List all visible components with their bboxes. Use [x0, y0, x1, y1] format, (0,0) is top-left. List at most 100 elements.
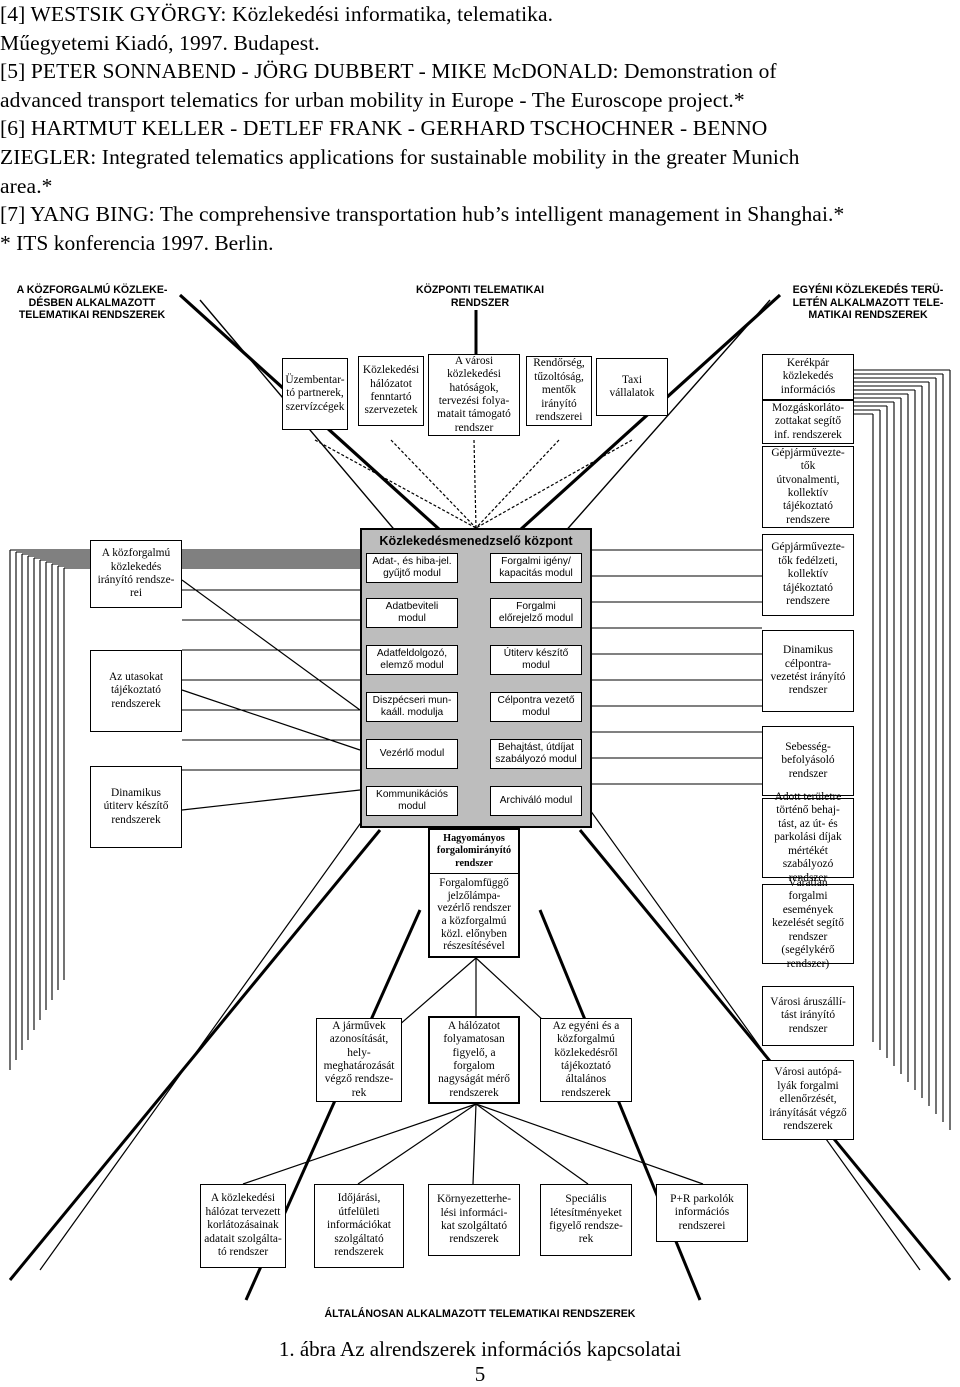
connection-line — [475, 439, 633, 529]
reference-line: ZIEGLER: Integrated telematics applicati… — [0, 144, 800, 169]
top-box-operators: Üzembentar-tó partnerek,szervízcégek — [282, 358, 348, 430]
module-demand-capacity: Forgalmi igény/kapacitás modul — [490, 553, 582, 583]
header-general-systems: ÁLTALÁNOSAN ALKALMAZOTT TELEMATIKAI REND… — [324, 1308, 636, 1320]
reference-line: [7] YANG BING: The comprehensive transpo… — [0, 202, 845, 227]
subsystem-diagram: A KÖZFORGALMÚ KÖZLEKE-DÉSBEN ALKALMAZOTT… — [0, 270, 960, 1340]
reference-4: [4] WESTSIK GYÖRGY: Közlekedési informat… — [0, 0, 952, 57]
connection-line — [473, 439, 477, 529]
box-text: Környezetterhe-lési informáci-kat szolgá… — [437, 1193, 511, 1246]
reference-6: [6] HARTMUT KELLER - DETLEF FRANK - GERH… — [0, 114, 952, 200]
connection-line — [390, 439, 477, 529]
connection-line — [357, 1103, 477, 1185]
connection-line — [578, 829, 952, 1281]
module-dispatcher: Diszpécseri mun-kaáll. modulja — [366, 692, 458, 722]
connection-line — [199, 299, 421, 561]
module-data-processing: Adatfeldolgozó,elemző modul — [366, 645, 458, 675]
header-public-transport: A KÖZFORGALMÚ KÖZLEKE-DÉSBEN ALKALMAZOTT… — [16, 284, 168, 322]
connection-line — [539, 299, 771, 561]
connection-line — [589, 809, 921, 1271]
module-archive: Archiváló modul — [490, 786, 582, 816]
reference-line: [6] HARTMUT KELLER - DETLEF FRANK - GERH… — [0, 116, 768, 141]
reference-line: advanced transport telematics for urban … — [0, 87, 745, 112]
header-individual-transport: EGYÉNI KÖZLEKEDÉS TERÜ-LETÉN ALKALMAZOTT… — [792, 284, 944, 322]
connection-line — [181, 689, 361, 751]
footnote: * ITS konferencia 1997. Berlin. — [0, 230, 274, 255]
references: [4] WESTSIK GYÖRGY: Közlekedési informat… — [0, 0, 960, 257]
box-text: Üzembentar-tó partnerek,szervízcégek — [285, 373, 345, 413]
reference-line: [5] PETER SONNABEND - JÖRG DUBBERT - MIK… — [0, 59, 777, 84]
connection-line — [314, 439, 477, 529]
connection-line — [181, 579, 361, 711]
connection-line — [475, 1103, 704, 1185]
connection-line — [181, 789, 361, 811]
center-title: Közlekedésmenedzselő központ — [379, 534, 573, 548]
module-data-collection: Adat-, és hiba-jel.gyűjtő modul — [366, 553, 458, 583]
reference-line: Műegyetemi Kiadó, 1997. Budapest. — [0, 30, 320, 55]
connection-line — [8, 829, 382, 1281]
connection-line — [39, 809, 371, 1271]
page-number: 5 — [474, 1362, 486, 1386]
connection-lines — [8, 293, 952, 1301]
figure-caption: 1. ábra Az alrendszerek információs kapc… — [278, 1337, 682, 1361]
connection-line — [472, 1103, 477, 1185]
connection-line — [242, 1103, 477, 1185]
connection-line — [475, 1103, 589, 1185]
connection-line — [475, 439, 560, 529]
bottom-box-environment: Környezetterhe-lési informáci-kat szolgá… — [428, 1184, 520, 1256]
